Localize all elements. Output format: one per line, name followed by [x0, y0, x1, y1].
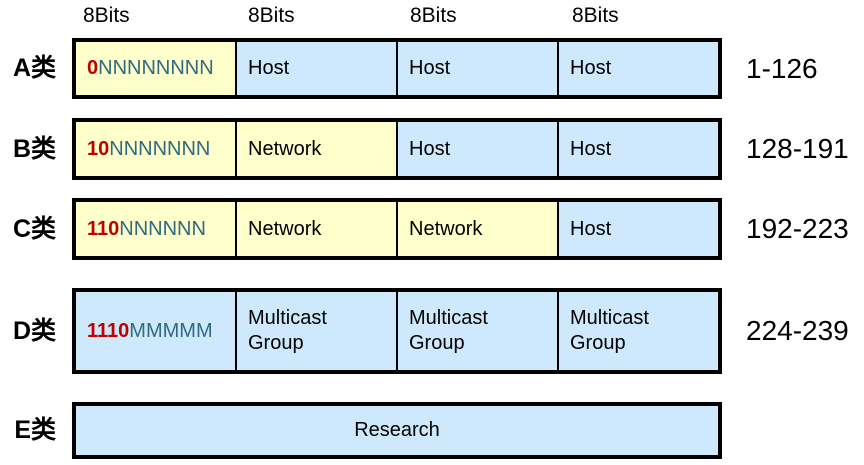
class-label: A类: [12, 54, 56, 82]
range-label: 192-223: [746, 213, 849, 244]
field-label-line: Multicast: [570, 307, 649, 329]
bits-pattern: 0NNNNNNNN: [87, 57, 235, 80]
class-label: E类: [14, 416, 56, 444]
range-label: 128-191: [746, 133, 849, 164]
field-label: Network: [409, 217, 483, 240]
field-label: Host: [570, 137, 612, 160]
field-label: Network: [248, 217, 322, 240]
class-row: 110NNNNNN Network Network Host: [72, 198, 722, 260]
field-label: Host: [570, 57, 612, 79]
field-cell: Host: [557, 122, 718, 176]
bits-header-label: 8Bits: [248, 4, 295, 27]
field-cell: Host: [557, 42, 718, 95]
class-label: B类: [12, 135, 56, 163]
field-cell: Network: [235, 122, 396, 176]
class-label: C类: [12, 215, 56, 243]
class-label: D类: [12, 317, 56, 345]
bits-pattern: 1110MMMMM: [87, 320, 235, 343]
field-label: Host: [409, 137, 451, 160]
bits-pattern: 110NNNNNN: [87, 218, 235, 241]
field-cell: Network: [235, 202, 396, 256]
field-cell: Host: [396, 42, 557, 95]
bits-prefix: 0: [87, 57, 99, 79]
field-label-line: Multicast: [248, 307, 327, 329]
bits-suffix: NNNNNN: [119, 217, 206, 240]
field-label: Host: [570, 217, 612, 240]
field-label-line: Multicast: [409, 307, 488, 329]
bits-header-label: 8Bits: [572, 4, 619, 27]
field-cell: Research: [76, 406, 718, 455]
bits-header-label: 8Bits: [83, 4, 130, 27]
field-cell: Host: [235, 42, 396, 95]
bits-prefix: 10: [87, 137, 110, 160]
bits-cell: 1110MMMMM: [76, 292, 235, 370]
field-label: Host: [409, 57, 451, 79]
field-label: Research: [354, 419, 440, 441]
field-label: Network: [248, 137, 322, 160]
class-row: Research: [72, 402, 722, 459]
field-label-line: Group: [248, 332, 304, 354]
bits-cell: 0NNNNNNNN: [76, 42, 235, 95]
range-label: 1-126: [746, 53, 818, 84]
bits-pattern: 10NNNNNNN: [87, 138, 235, 161]
field-label-line: Group: [409, 332, 465, 354]
bits-prefix: 1110: [87, 319, 130, 342]
bits-suffix: MMMMM: [129, 319, 213, 342]
range-label: 224-239: [746, 315, 849, 346]
bits-header-label: 8Bits: [410, 4, 457, 27]
bits-suffix: NNNNNNN: [109, 137, 211, 160]
bits-cell: 10NNNNNNN: [76, 122, 235, 176]
field-label-line: Group: [570, 332, 626, 354]
class-row: 0NNNNNNNN Host Host Host: [72, 38, 722, 99]
field-cell: Host: [396, 122, 557, 176]
field-cell: Host: [557, 202, 718, 256]
bits-suffix: NNNNNNNN: [98, 57, 214, 79]
bits-prefix: 110: [87, 217, 120, 240]
bits-cell: 110NNNNNN: [76, 202, 235, 256]
field-cell: Network: [396, 202, 557, 256]
class-row: 10NNNNNNN Network Host Host: [72, 118, 722, 180]
field-label: Host: [248, 57, 290, 79]
